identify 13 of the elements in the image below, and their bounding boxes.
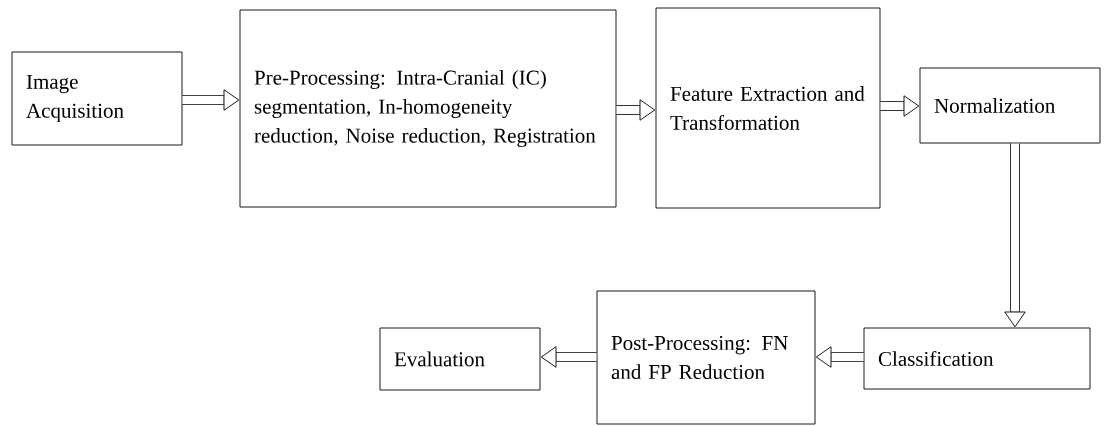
process-box: Evaluation [379,327,541,391]
arrow [182,89,240,111]
process-box: Post-Processing: FN and FP Reduction [596,290,816,425]
arrow [540,346,597,368]
arrow [880,95,920,117]
process-box: Pre-Processing: Intra-Cranial (IC) segmentation, In-homogeneity reduction, Noise reduction, Registration [239,9,617,208]
process-box: Feature Extraction and Transformation [655,7,881,209]
arrow [815,346,864,368]
process-box: Normalization [919,67,1101,144]
arrow [1004,143,1026,328]
process-box: Image Acquisition [11,51,183,146]
process-box: Classification [863,327,1091,390]
arrow [616,99,656,121]
